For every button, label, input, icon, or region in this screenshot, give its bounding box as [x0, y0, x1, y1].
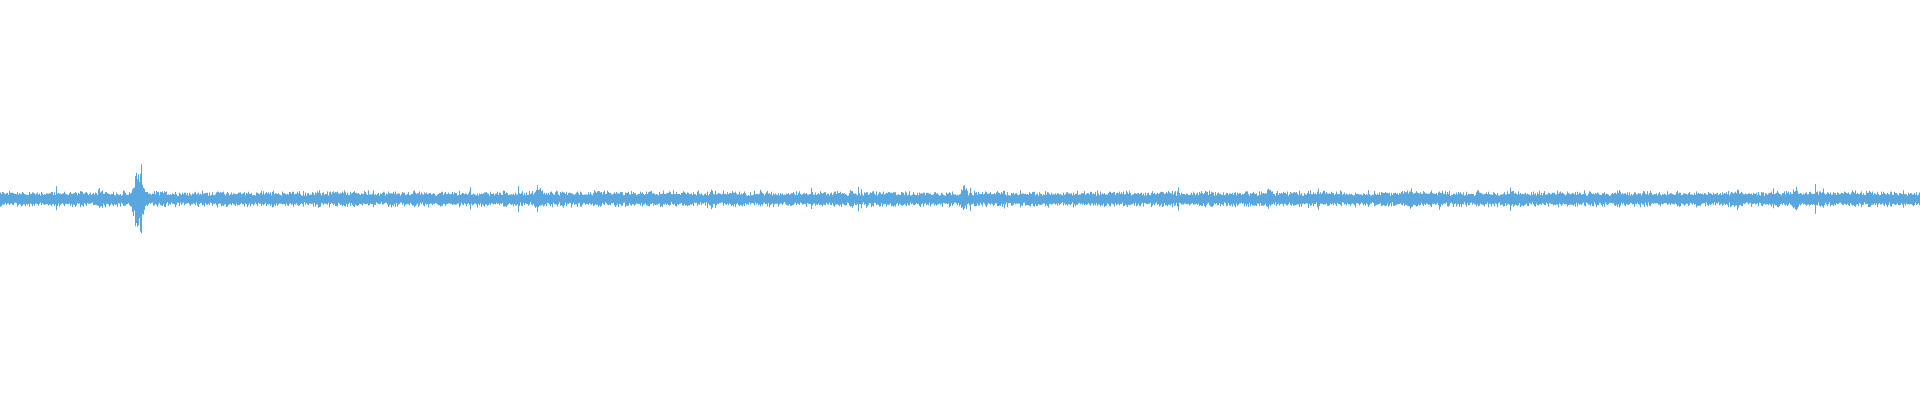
waveform-signal: [0, 164, 1920, 234]
